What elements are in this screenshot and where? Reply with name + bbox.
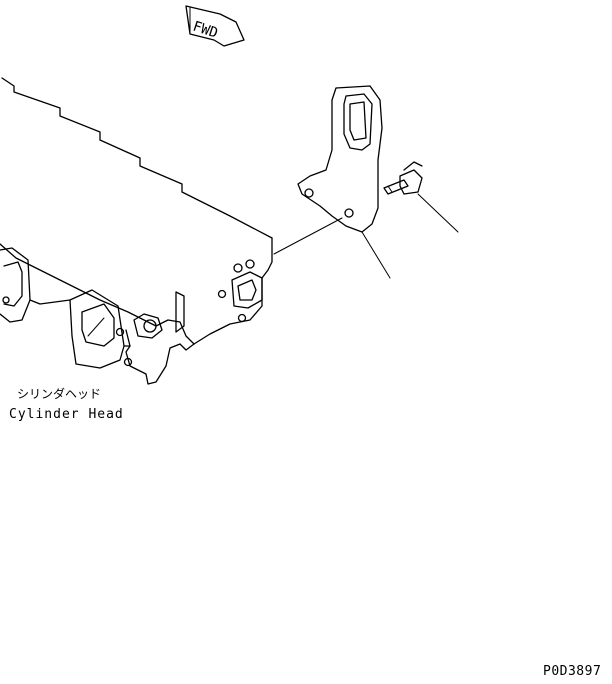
forward-arrow-label: FWD: [191, 19, 220, 42]
bracket-leader-line: [361, 231, 391, 279]
bracket-drawing: [297, 85, 383, 233]
bracket-mount-line: [273, 217, 343, 255]
bolt-leader-line: [417, 193, 459, 233]
cylinder-head-drawing: [0, 77, 273, 385]
cylinder-head-label-japanese: シリンダヘッド: [17, 387, 102, 401]
bolt-drawing: [383, 161, 423, 195]
drawing-number: P0D3897: [543, 664, 602, 679]
cylinder-head-label: Cylinder Head: [9, 407, 124, 422]
forward-arrow-icon: FWD: [185, 5, 245, 47]
